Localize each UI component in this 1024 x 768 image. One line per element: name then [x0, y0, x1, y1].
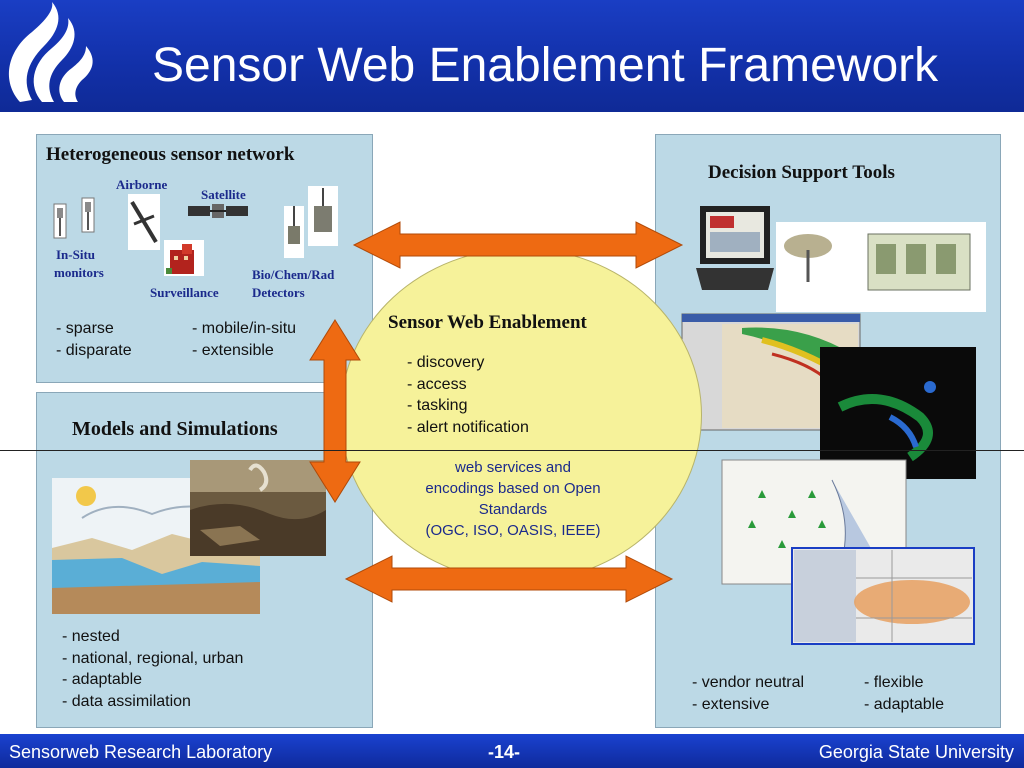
swe-bullets: - discovery - access - tasking - alert n… — [407, 352, 529, 438]
bullet-item: - access — [407, 375, 467, 393]
sensor-web-enablement-circle — [340, 248, 702, 582]
bullet-item: - flexible — [864, 674, 924, 691]
bullet-item: - disparate — [56, 341, 132, 359]
bullet-item: - data assimilation — [62, 692, 191, 710]
note-line: Standards — [478, 501, 548, 518]
in-situ-label: In-Situ — [56, 247, 96, 262]
airborne-label: Airborne — [116, 177, 168, 192]
page-title: Sensor Web Enablement Framework — [152, 39, 939, 92]
in-situ-monitor-icon — [53, 197, 95, 239]
airborne-drone-icon — [128, 194, 160, 250]
note-line: web services and — [455, 459, 571, 476]
footer-lab-name: Sensorweb Research Laboratory — [9, 742, 273, 762]
field-command-post-image — [776, 222, 986, 312]
bullet-item: - discovery — [407, 354, 485, 371]
standards-note: web services and encodings based on Open… — [400, 457, 626, 541]
monitors-label: monitors — [54, 265, 104, 280]
surveillance-building-icon — [164, 240, 204, 276]
sensor-bullets-right: - mobile/in-situ - extensible — [192, 318, 296, 361]
bio-chem-rad-detector-icon — [284, 186, 338, 258]
bullet-item: - extensive — [692, 695, 770, 713]
bullet-item: - adaptable — [864, 695, 945, 713]
surveillance-label: Surveillance — [150, 285, 219, 300]
bullet-item: - mobile/in-situ — [192, 320, 297, 337]
note-line: encodings based on Open — [425, 480, 601, 497]
bio-chem-rad-label: Bio/Chem/Rad — [252, 267, 335, 282]
decision-support-title: Decision Support Tools — [708, 162, 895, 183]
divider-line — [0, 450, 1024, 451]
footer-university: Georgia State University — [818, 742, 1014, 762]
vertical-double-arrow-icon — [309, 319, 361, 503]
bullet-item: - vendor neutral — [692, 674, 805, 691]
bullet-item: - tasking — [407, 397, 468, 414]
note-line: (OGC, ISO, OASIS, IEEE) — [425, 522, 601, 539]
models-title: Models and Simulations — [72, 418, 278, 440]
bullet-item: - sparse — [56, 320, 114, 337]
models-bullets: - nested - national, regional, urban - a… — [62, 626, 243, 712]
laptop-icon — [696, 206, 774, 290]
top-double-arrow-icon — [352, 221, 684, 269]
plume-map-screenshot — [791, 547, 975, 645]
bullet-item: - national, regional, urban — [62, 649, 244, 667]
aerial-landscape-photo — [190, 460, 326, 556]
sensor-web-enablement-title: Sensor Web Enablement — [388, 312, 587, 333]
bullet-item: - nested — [62, 628, 120, 645]
decision-bullets-right: - flexible - adaptable — [864, 672, 944, 715]
sensor-bullets-left: - sparse - disparate — [56, 318, 132, 361]
decision-bullets-left: - vendor neutral - extensive — [692, 672, 804, 715]
satellite-label: Satellite — [201, 187, 246, 202]
bullet-item: - adaptable — [62, 671, 143, 688]
flame-logo-icon — [8, 2, 93, 102]
satellite-icon — [188, 204, 248, 218]
bottom-double-arrow-icon — [344, 555, 674, 603]
page-number: -14- — [488, 742, 521, 762]
sensor-network-title: Heterogeneous sensor network — [46, 144, 295, 165]
weather-radar-image — [820, 347, 976, 479]
sensor-network-panel — [36, 134, 373, 383]
header-bar: Sensor Web Enablement Framework — [0, 0, 1024, 112]
bullet-item: - alert notification — [407, 418, 529, 436]
footer-bar: Sensorweb Research Laboratory -14- Georg… — [0, 734, 1024, 768]
bullet-item: - extensible — [192, 341, 274, 359]
detectors-label: Detectors — [252, 285, 305, 300]
